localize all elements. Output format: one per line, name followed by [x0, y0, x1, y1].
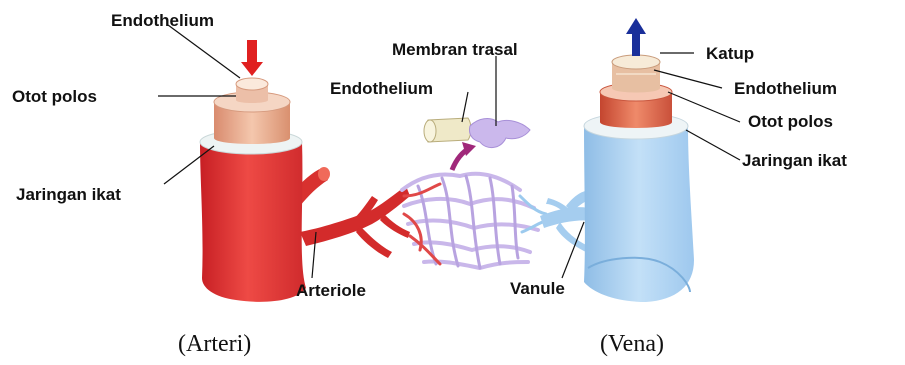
artery-flow-arrow	[241, 40, 263, 76]
vein-caption: (Vena)	[600, 332, 664, 356]
artery-smooth-muscle-label: Otot polos	[12, 88, 97, 105]
artery-body	[200, 142, 306, 302]
vein-smooth-muscle-label: Otot polos	[748, 113, 833, 130]
capillary-membrane-label: Membran trasal	[392, 41, 518, 58]
vein-flow-arrow	[626, 18, 646, 56]
arteriole-vessel	[300, 186, 410, 246]
artery-lumen	[236, 78, 268, 90]
arteriole-label: Arteriole	[296, 282, 366, 299]
vein-body	[584, 126, 694, 302]
venule-label: Vanule	[510, 280, 565, 297]
artery-connective-tissue-label: Jaringan ikat	[16, 186, 121, 203]
capillary-endothelium-label: Endothelium	[330, 80, 433, 97]
capillary-cross-section	[424, 118, 530, 170]
vein-valve-label: Katup	[706, 45, 754, 62]
vein-connective-tissue-label: Jaringan ikat	[742, 152, 847, 169]
artery-caption: (Arteri)	[178, 332, 251, 356]
artery-endothelium-label: Endothelium	[111, 12, 214, 29]
vein-endothelium-label: Endothelium	[734, 80, 837, 97]
vein-illustration	[584, 18, 694, 302]
vein-lumen	[612, 55, 660, 69]
artery-branch-opening	[318, 167, 330, 181]
capillary-bed	[402, 174, 548, 268]
